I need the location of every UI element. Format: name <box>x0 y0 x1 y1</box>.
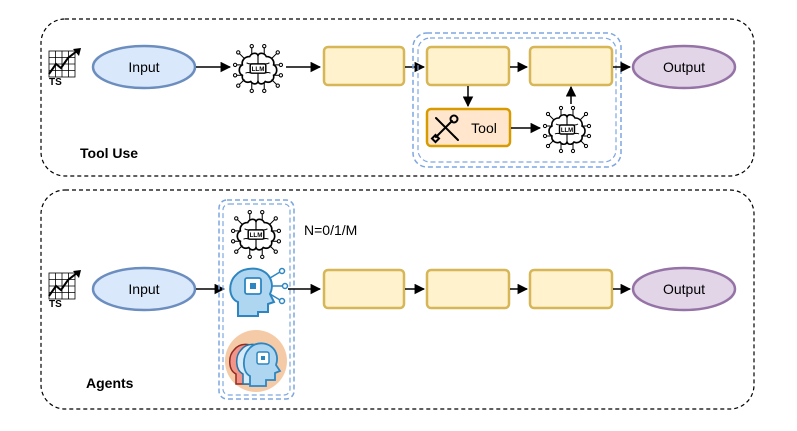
process-step-2 <box>425 45 511 87</box>
tool-group-outer <box>412 32 622 168</box>
llm-brain-icon <box>232 43 284 94</box>
tool-use-panel <box>40 18 755 177</box>
multi-agent-icon <box>225 330 287 392</box>
tool-node <box>425 107 512 148</box>
input-node <box>91 44 197 90</box>
process-step-1 <box>322 45 406 87</box>
output-label: Output <box>663 59 705 75</box>
tool-group-inner <box>417 37 617 163</box>
time-series-icon-agents <box>48 269 82 300</box>
tool-label: Tool <box>471 120 497 136</box>
agents-title: Agents <box>86 375 134 391</box>
output-node-agents <box>631 266 737 312</box>
llm-brain-icon-agents <box>230 209 282 260</box>
ai-head-icon <box>229 267 289 317</box>
input-label: Input <box>128 59 159 75</box>
agent-group-outer <box>218 199 295 400</box>
agents-panel <box>40 189 755 410</box>
time-series-icon <box>48 47 82 78</box>
agent-step-3 <box>528 268 614 310</box>
agent-step-2 <box>425 268 511 310</box>
ts-icon-label: TS <box>49 77 62 88</box>
output-label-agents: Output <box>663 281 705 297</box>
input-node-agents <box>91 266 197 312</box>
agent-step-1 <box>322 268 406 310</box>
agent-group-inner <box>222 203 291 396</box>
llm-brain-icon-tool <box>542 105 592 154</box>
repeat-count-label: N=0/1/M <box>304 222 357 238</box>
ts-icon-label-agents: TS <box>49 299 62 310</box>
output-node <box>631 44 737 90</box>
input-label-agents: Input <box>128 281 159 297</box>
tool-use-title: Tool Use <box>80 145 138 161</box>
wrench-screwdriver-icon <box>430 114 459 144</box>
process-step-3 <box>528 45 614 87</box>
